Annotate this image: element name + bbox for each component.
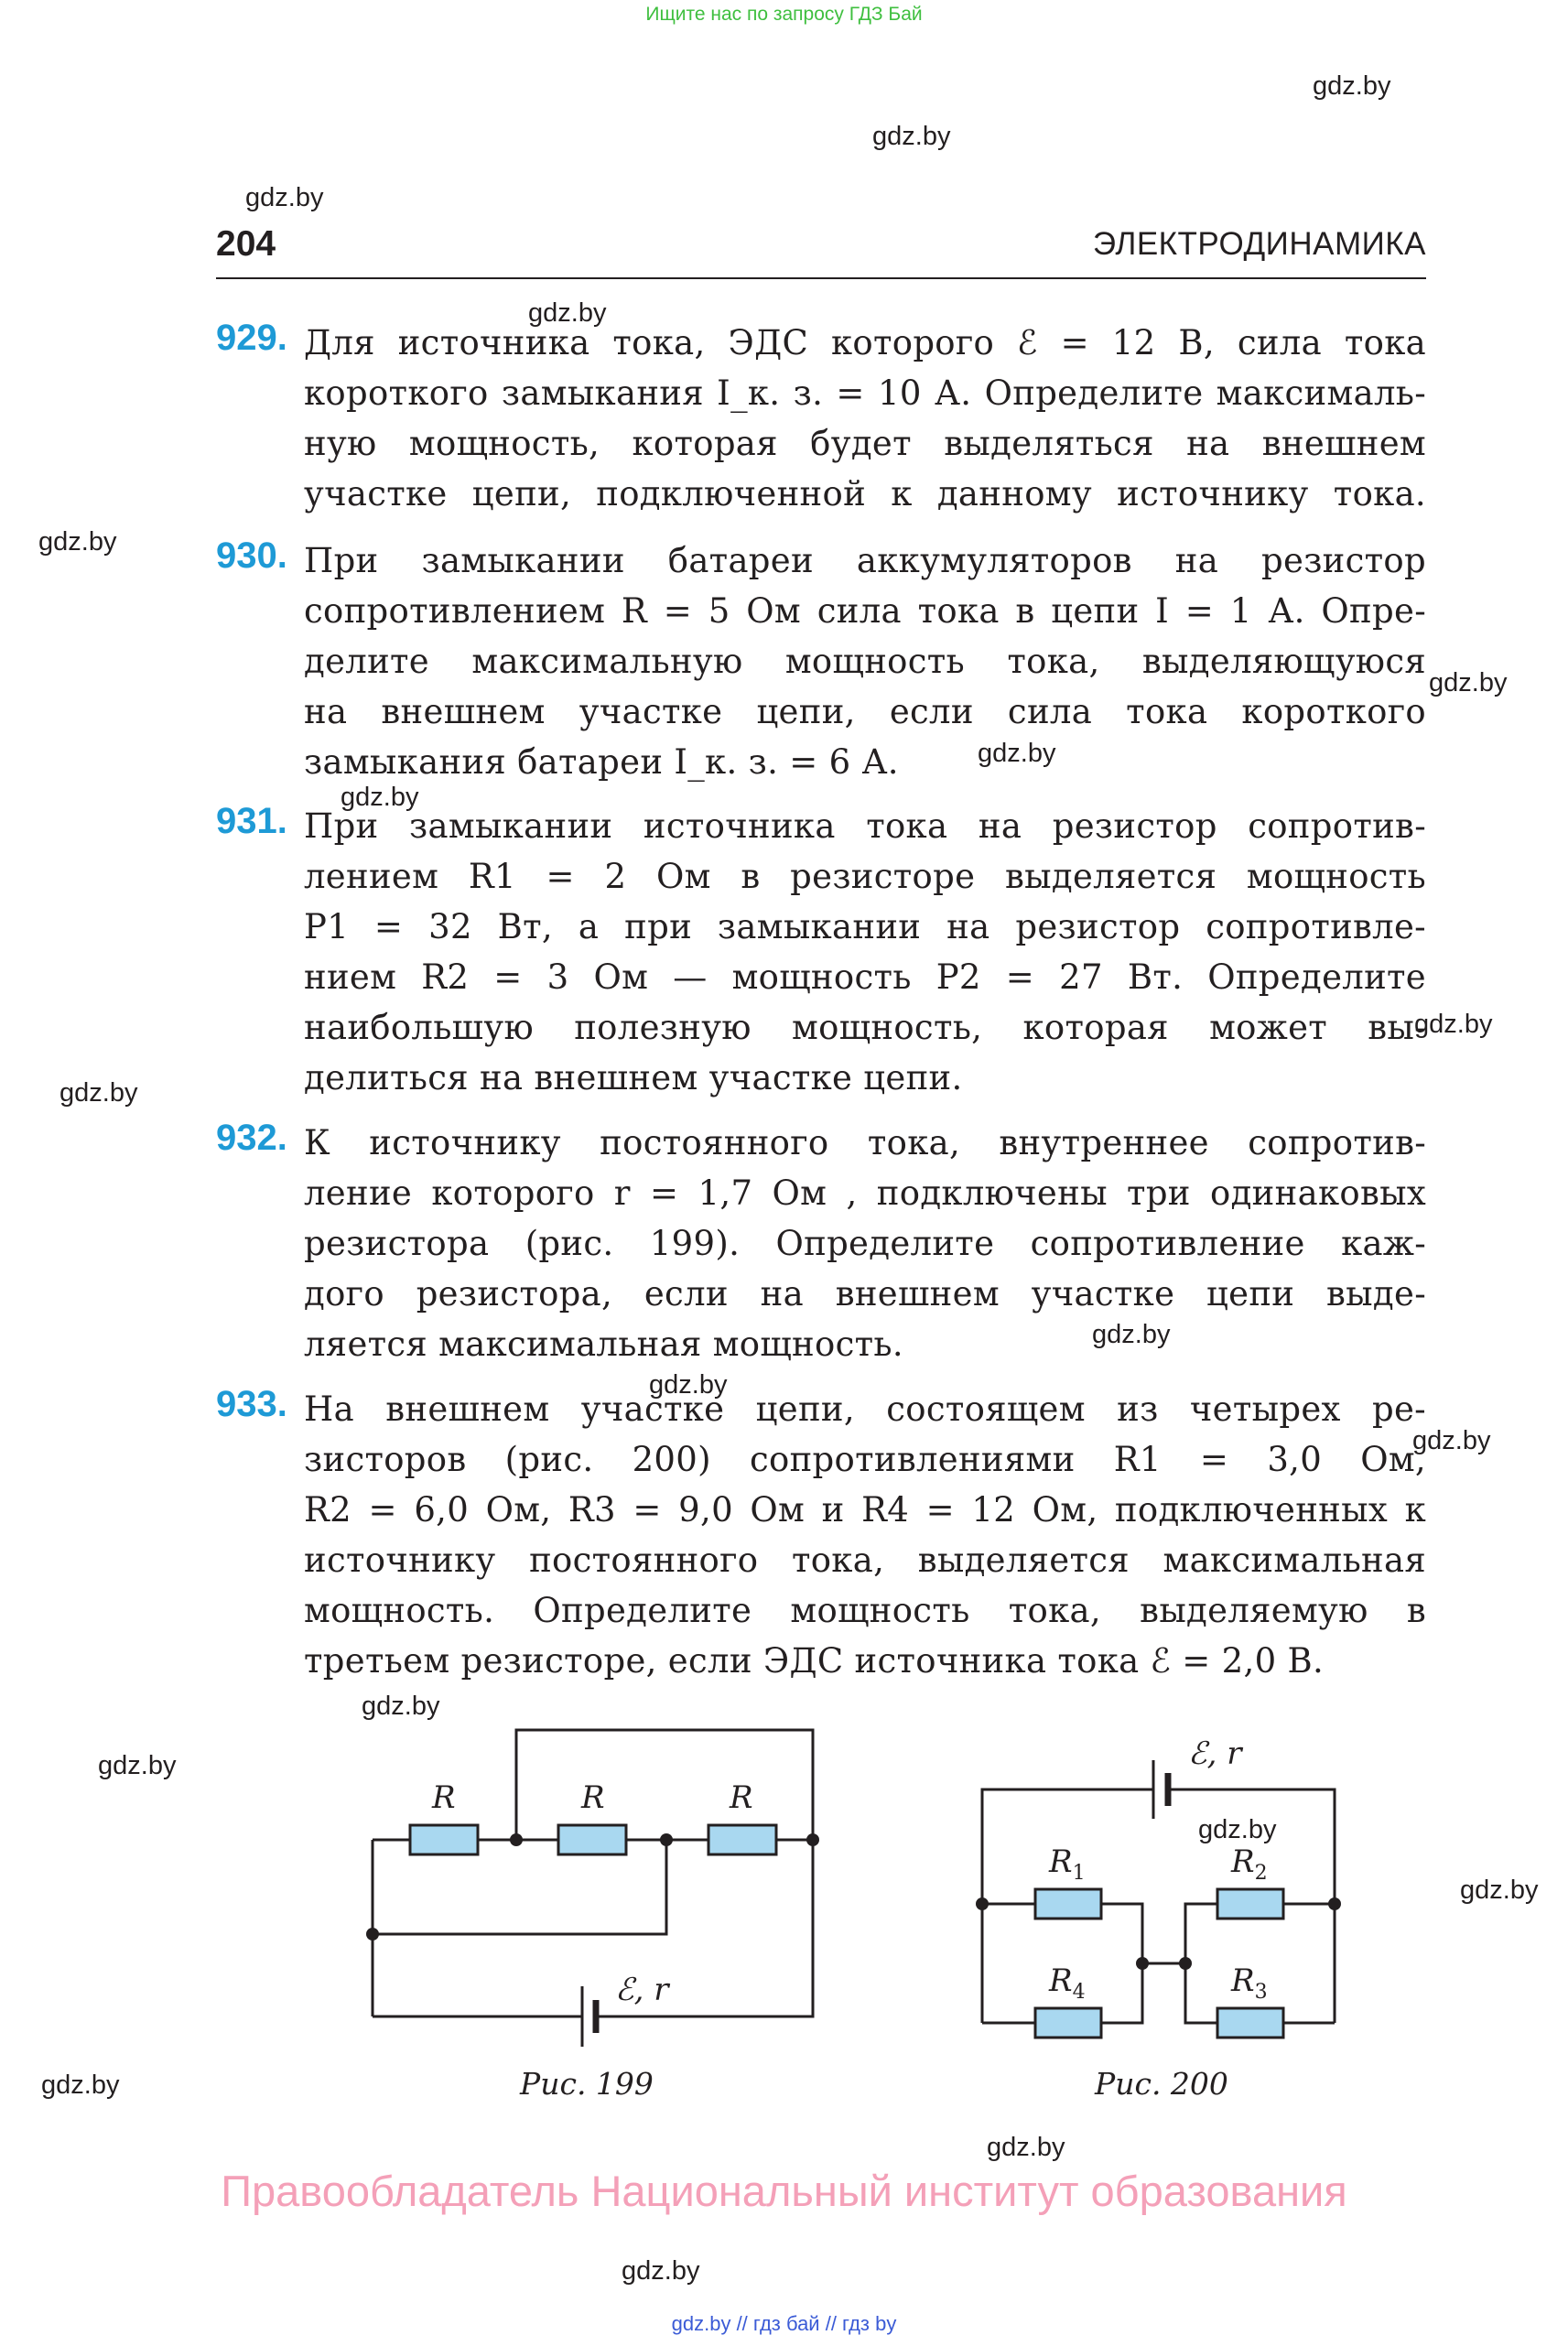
- watermark: gdz.by: [528, 298, 607, 328]
- header-rule: [216, 277, 1426, 279]
- figure-200-circuit: ℰ, r R1 R2 R4 R3: [976, 1735, 1341, 2039]
- source-label: ℰ, r: [1188, 1735, 1243, 1772]
- watermark: gdz.by: [1429, 668, 1508, 697]
- watermark: gdz.by: [362, 1692, 440, 1721]
- problem-number: 931.: [216, 801, 287, 841]
- problem-line: замыкания батареи I_к. з. = 6 А.: [304, 742, 899, 782]
- watermark: gdz.by: [1092, 1320, 1171, 1349]
- resistor: [408, 1823, 480, 1856]
- resistor-r1: [1033, 1887, 1103, 1920]
- problem-line: ление которого r = 1,7 Ом , подключены т…: [304, 1173, 1426, 1213]
- problem-line: При замыкании батареи аккумуляторов на р…: [304, 541, 1426, 580]
- problem-number: 932.: [216, 1118, 287, 1158]
- problem-line: P1 = 32 Вт, а при замыкании на резистор …: [304, 907, 1426, 946]
- source-label: ℰ, r: [615, 1972, 670, 2008]
- resistor: [557, 1823, 628, 1856]
- resistor-r4: [1033, 2006, 1103, 2039]
- r4-label: R4: [1048, 1962, 1086, 2004]
- junction-dot: [1179, 1957, 1192, 1970]
- resistor-r3: [1216, 2006, 1285, 2039]
- problem-line: на внешнем участке цепи, если сила тока …: [304, 692, 1426, 731]
- watermark: gdz.by: [41, 2070, 120, 2100]
- watermark: gdz.by: [987, 2133, 1065, 2162]
- resistor: [707, 1823, 778, 1856]
- section-title: ЭЛЕКТРОДИНАМИКА: [1092, 226, 1426, 262]
- resistor-label: R: [431, 1779, 456, 1816]
- problem-number: 933.: [216, 1384, 287, 1424]
- resistor-r2: [1216, 1887, 1285, 1920]
- page-number: 204: [216, 224, 276, 264]
- rights-holder-text: Правообладатель Национальный институт об…: [221, 2167, 1347, 2215]
- watermark: gdz.by: [1198, 1815, 1277, 1844]
- problem-line: делите максимальную мощность тока, выдел…: [304, 642, 1426, 681]
- r2-label: R2: [1230, 1843, 1268, 1885]
- watermark: gdz.by: [38, 527, 117, 557]
- problem-line: R2 = 6,0 Ом, R3 = 9,0 Ом и R4 = 12 Ом, п…: [304, 1490, 1426, 1530]
- problem-line: наибольшую полезную мощность, которая мо…: [304, 1008, 1426, 1047]
- junction-dot: [660, 1833, 673, 1846]
- junction-dot: [510, 1833, 523, 1846]
- problem-line: сопротивлением R = 5 Ом сила тока в цепи…: [304, 591, 1426, 631]
- problem-line: источнику постоянного тока, выделяется м…: [304, 1541, 1426, 1580]
- problem-line: К источнику постоянного тока, внутреннее…: [304, 1123, 1426, 1162]
- problem-line: ную мощность, которая будет выделяться н…: [304, 424, 1426, 463]
- figure-199-circuit: R R R ℰ, r: [366, 1728, 819, 2047]
- problem-line: На внешнем участке цепи, состоящем из че…: [304, 1389, 1426, 1429]
- watermark: gdz.by: [872, 122, 951, 151]
- junction-dot: [976, 1897, 989, 1910]
- junction-dot: [366, 1928, 379, 1941]
- problem-line: лением R1 = 2 Ом в резисторе выделяется …: [304, 857, 1426, 896]
- junction-dot: [1136, 1957, 1149, 1970]
- resistor-label: R: [729, 1779, 753, 1816]
- watermark: gdz.by: [622, 2256, 700, 2286]
- r1-label: R1: [1048, 1843, 1086, 1885]
- problem-line: Для источника тока, ЭДС которого ℰ = 12 …: [304, 323, 1426, 362]
- problem-line: дого резистора, если на внешнем участке …: [304, 1274, 1426, 1314]
- problem-line: короткого замыкания I_к. з. = 10 А. Опре…: [304, 373, 1426, 413]
- watermark: gdz.by: [341, 783, 419, 812]
- watermark: gdz.by: [59, 1078, 138, 1108]
- watermark: gdz.by: [1313, 71, 1391, 101]
- watermark: gdz.by: [978, 739, 1056, 768]
- problem-line: третьем резисторе, если ЭДС источника то…: [304, 1641, 1325, 1681]
- problem-line: зисторов (рис. 200) сопротивлениями R1 =…: [304, 1440, 1426, 1479]
- watermark: gdz.by: [1412, 1426, 1491, 1455]
- problem-line: ляется максимальная мощность.: [304, 1324, 903, 1364]
- watermark: gdz.by: [245, 183, 324, 212]
- problem-line: мощность. Определите мощность тока, выде…: [304, 1591, 1426, 1630]
- figure-199-caption: Рис. 199: [520, 2066, 654, 2102]
- problem-line: делиться на внешнем участке цепи.: [304, 1058, 963, 1097]
- problem-number: 929.: [216, 318, 287, 358]
- footer-links[interactable]: gdz.by // гдз бай // гдз by: [671, 2312, 897, 2335]
- problem-line: нием R2 = 3 Ом — мощность P2 = 27 Вт. Оп…: [304, 957, 1426, 997]
- junction-dot: [806, 1833, 819, 1846]
- problem-line: резистора (рис. 199). Определите сопроти…: [304, 1224, 1426, 1263]
- problem-number: 930.: [216, 535, 287, 576]
- watermark: gdz.by: [1414, 1010, 1493, 1039]
- top-banner[interactable]: Ищите нас по запросу ГДЗ Бай: [645, 4, 923, 25]
- resistor-label: R: [580, 1779, 605, 1816]
- junction-dot: [1328, 1897, 1341, 1910]
- figure-200-caption: Рис. 200: [1095, 2066, 1228, 2102]
- problem-line: При замыкании источника тока на резистор…: [304, 806, 1426, 846]
- watermark: gdz.by: [649, 1370, 728, 1400]
- watermark: gdz.by: [98, 1751, 177, 1780]
- problem-line: участке цепи, подключенной к данному ист…: [304, 474, 1426, 514]
- watermark: gdz.by: [1460, 1876, 1539, 1905]
- r3-label: R3: [1230, 1962, 1268, 2004]
